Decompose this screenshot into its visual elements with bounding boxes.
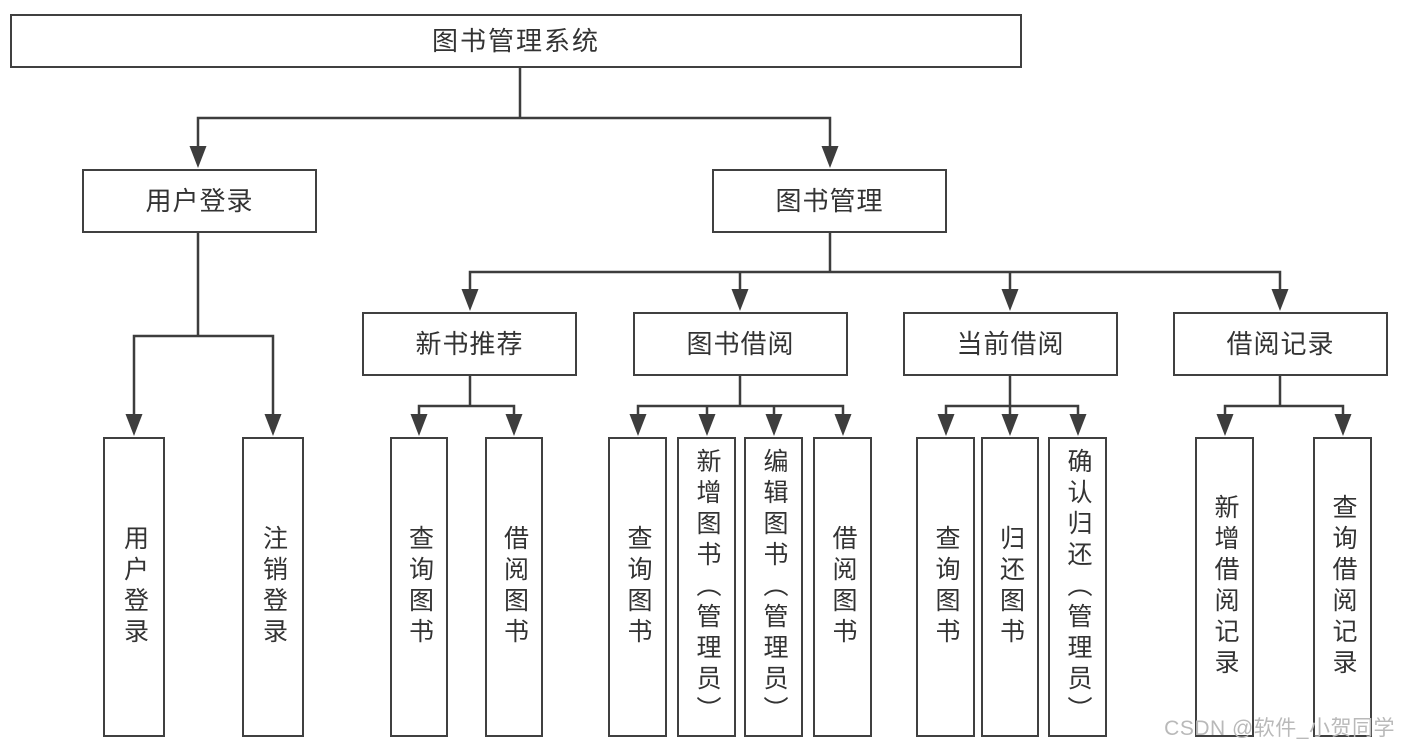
node-borrow-add-books-admin: 新增图书（管理员） bbox=[677, 437, 736, 737]
node-user-login-leaf: 用户登录 bbox=[103, 437, 165, 737]
node-rec-query-books: 查询图书 bbox=[390, 437, 448, 737]
node-user-login: 用户登录 bbox=[82, 169, 317, 233]
node-borrow-query-books: 查询图书 bbox=[608, 437, 667, 737]
node-current-query-books: 查询图书 bbox=[916, 437, 975, 737]
node-current-return-books: 归还图书 bbox=[981, 437, 1039, 737]
node-logout-leaf: 注销登录 bbox=[242, 437, 304, 737]
node-current-confirm-return-admin: 确认归还（管理员） bbox=[1048, 437, 1107, 737]
node-borrow-borrow-books: 借阅图书 bbox=[813, 437, 872, 737]
node-current-borrowing: 当前借阅 bbox=[903, 312, 1118, 376]
node-records-add-record: 新增借阅记录 bbox=[1195, 437, 1254, 737]
node-book-management: 图书管理 bbox=[712, 169, 947, 233]
node-library-system: 图书管理系统 bbox=[10, 14, 1022, 68]
node-rec-borrow-books: 借阅图书 bbox=[485, 437, 543, 737]
node-borrowing-records: 借阅记录 bbox=[1173, 312, 1388, 376]
node-new-book-recommendation: 新书推荐 bbox=[362, 312, 577, 376]
watermark: CSDN @软件_小贺同学 bbox=[1164, 717, 1395, 740]
node-book-borrowing: 图书借阅 bbox=[633, 312, 848, 376]
node-borrow-edit-books-admin: 编辑图书（管理员） bbox=[744, 437, 803, 737]
node-records-query-record: 查询借阅记录 bbox=[1313, 437, 1372, 737]
